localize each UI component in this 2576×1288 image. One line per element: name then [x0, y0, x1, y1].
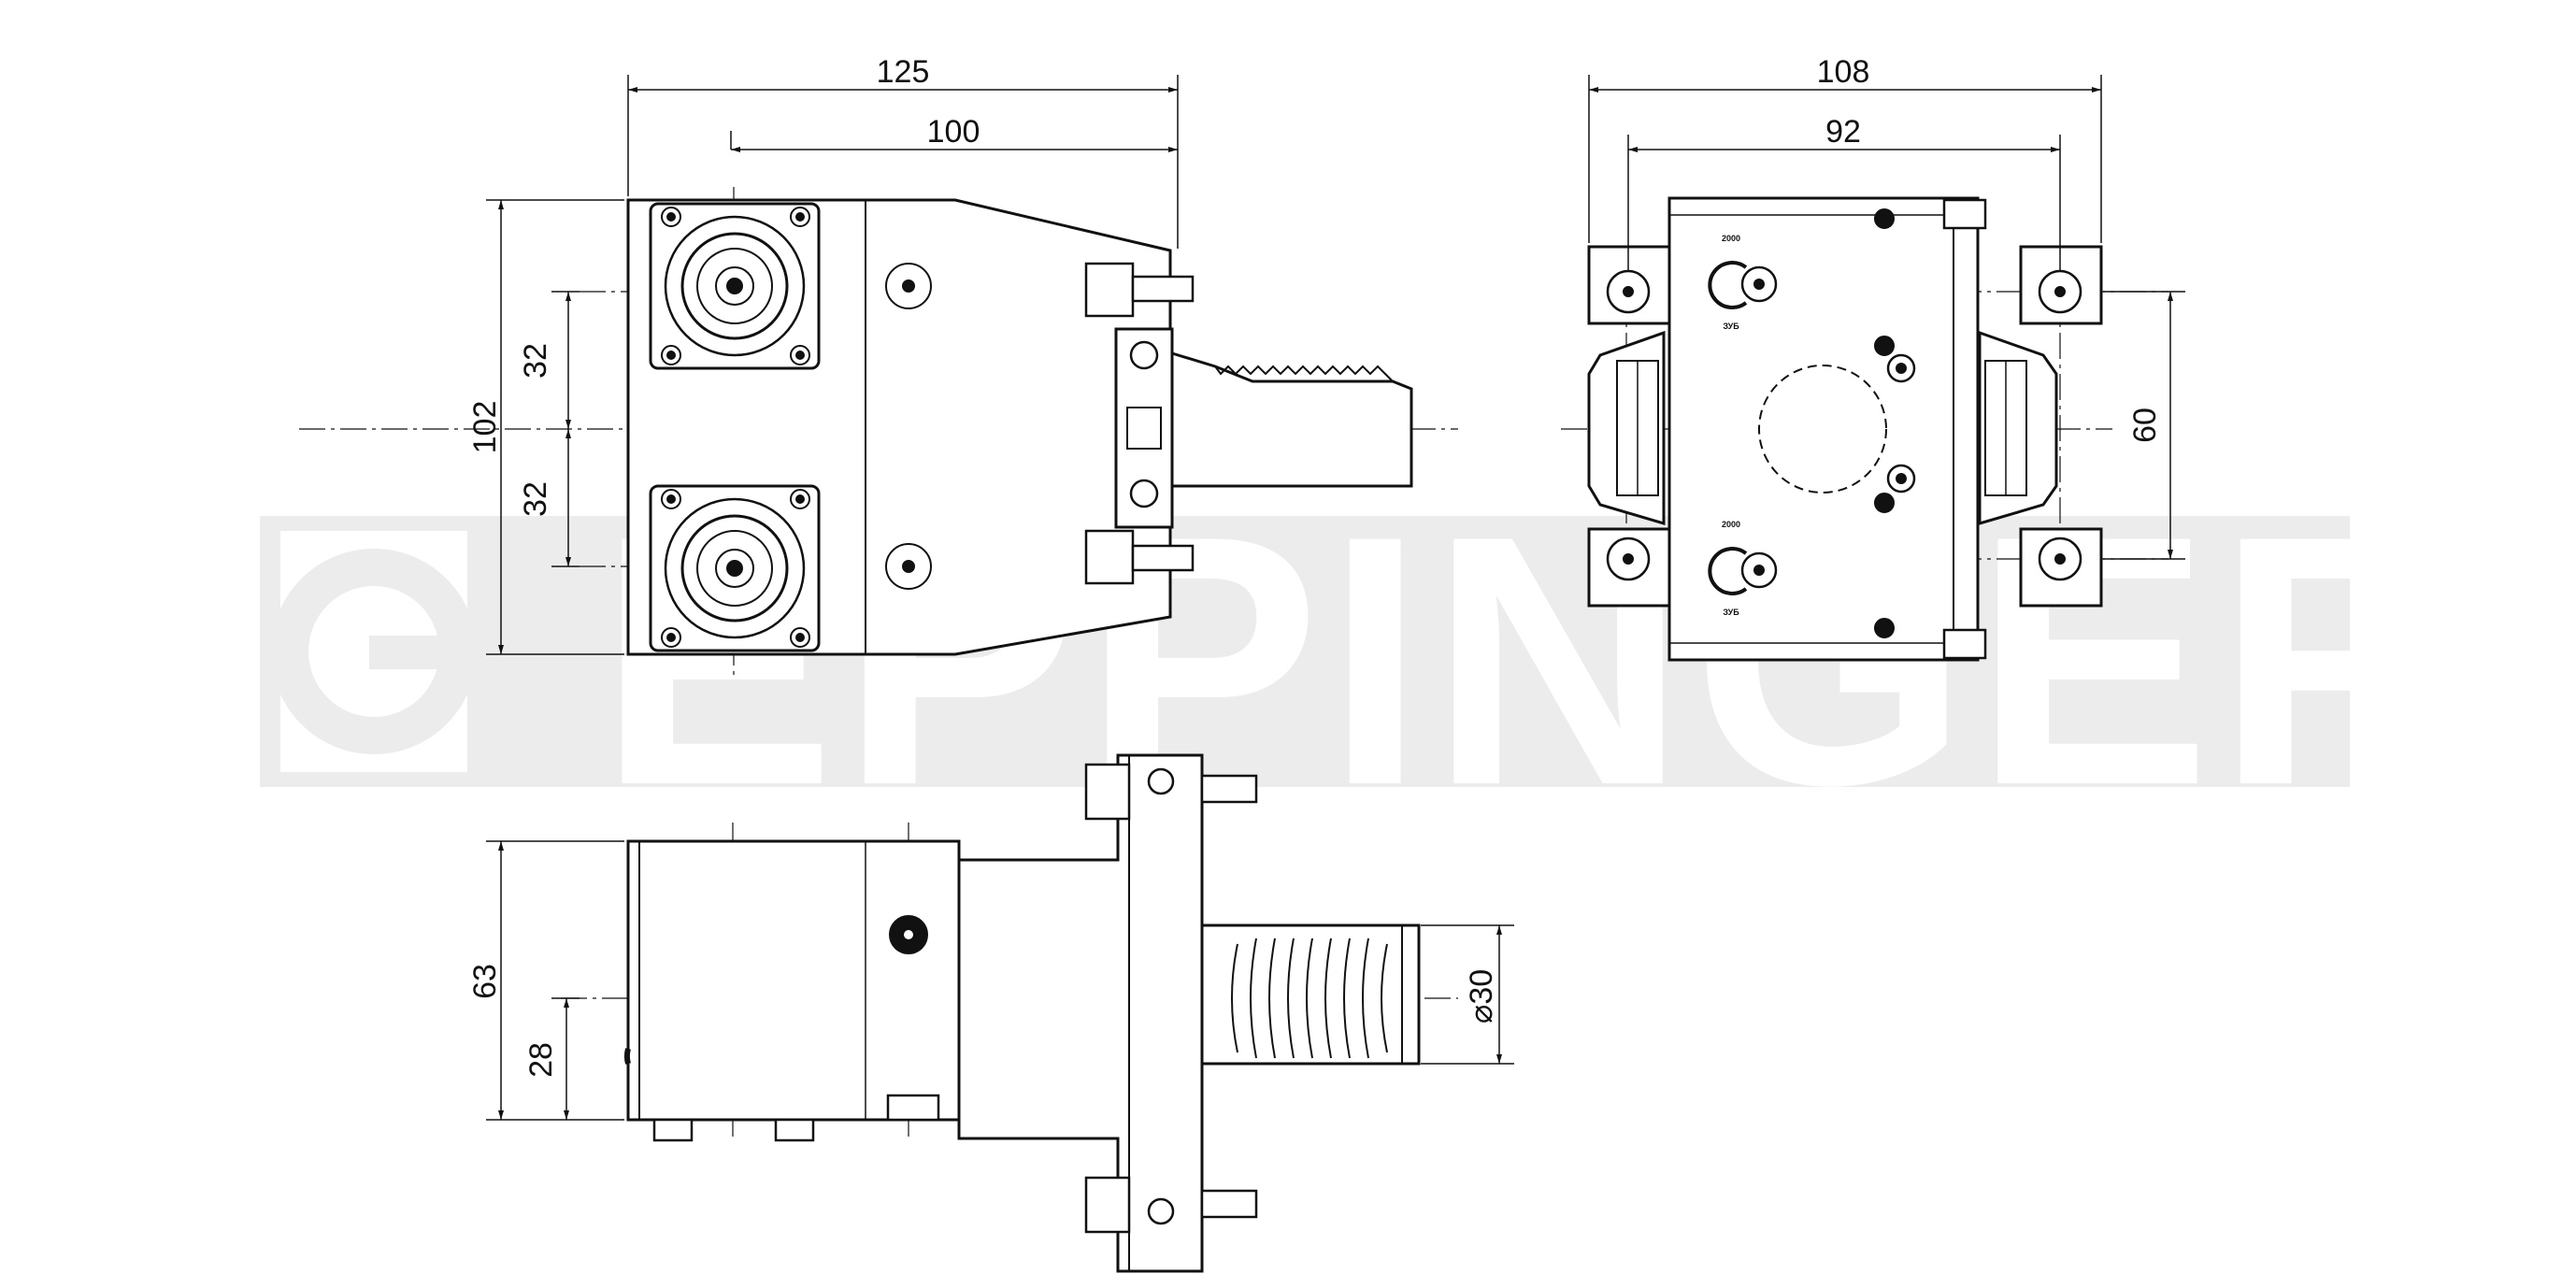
- dim-height: 102: [467, 401, 503, 454]
- side-plug-icon: [1874, 208, 1916, 638]
- stamp-lower-bottom: ЗУБ: [1723, 608, 1739, 617]
- upper-spindle-icon: [649, 202, 821, 370]
- dim-bolt-spacing: 92: [1825, 114, 1861, 150]
- front-pin-icon: [1084, 262, 1195, 585]
- front-view: [299, 187, 1458, 675]
- lower-spindle-icon: [649, 484, 821, 652]
- front-view-dimensions: [486, 75, 1179, 655]
- dim-mount-width: 100: [927, 114, 980, 150]
- watermark-band: [260, 516, 2350, 787]
- dim-bolt-vertical: 60: [2127, 408, 2163, 443]
- shank-hidden-icon: [1758, 365, 1887, 494]
- stamp-upper-top: 2000: [1722, 234, 1740, 243]
- bottom-view-dimensions: [486, 840, 1514, 1121]
- bottom-view: [561, 753, 1458, 1273]
- front-shank-icon: [1114, 327, 1413, 529]
- dim-upper-offset: 32: [518, 343, 553, 379]
- dim-bottom-height: 63: [467, 964, 503, 999]
- side-view: [1561, 196, 2168, 662]
- dim-side-width: 108: [1817, 54, 1870, 90]
- side-view-dimensions: [1588, 75, 2185, 560]
- stamp-upper-bottom: ЗУБ: [1723, 322, 1739, 331]
- side-clamp-wedge-icon: [1587, 330, 2058, 526]
- bottom-body: [626, 839, 961, 1122]
- bottom-pin-icon: [1084, 763, 1258, 1234]
- side-body: [1667, 196, 1980, 662]
- dim-lower-offset: 32: [518, 481, 553, 517]
- bottom-shank-icon: [1200, 923, 1421, 1066]
- dim-axis-height: 28: [523, 1042, 559, 1078]
- watermark: EPPINGER: [260, 462, 2473, 859]
- bottom-screw-icon: [624, 915, 940, 1142]
- front-screw-icon: [885, 263, 932, 590]
- stamp-lower-top: 2000: [1722, 520, 1740, 529]
- side-rotation-arrow-icon: [1708, 261, 1778, 595]
- dim-overall-width: 125: [877, 54, 930, 90]
- dim-shank-diameter: ⌀30: [1464, 969, 1499, 1023]
- eppinger-logo-icon: [271, 531, 477, 772]
- side-mounting-plate-icon: [1587, 245, 2103, 608]
